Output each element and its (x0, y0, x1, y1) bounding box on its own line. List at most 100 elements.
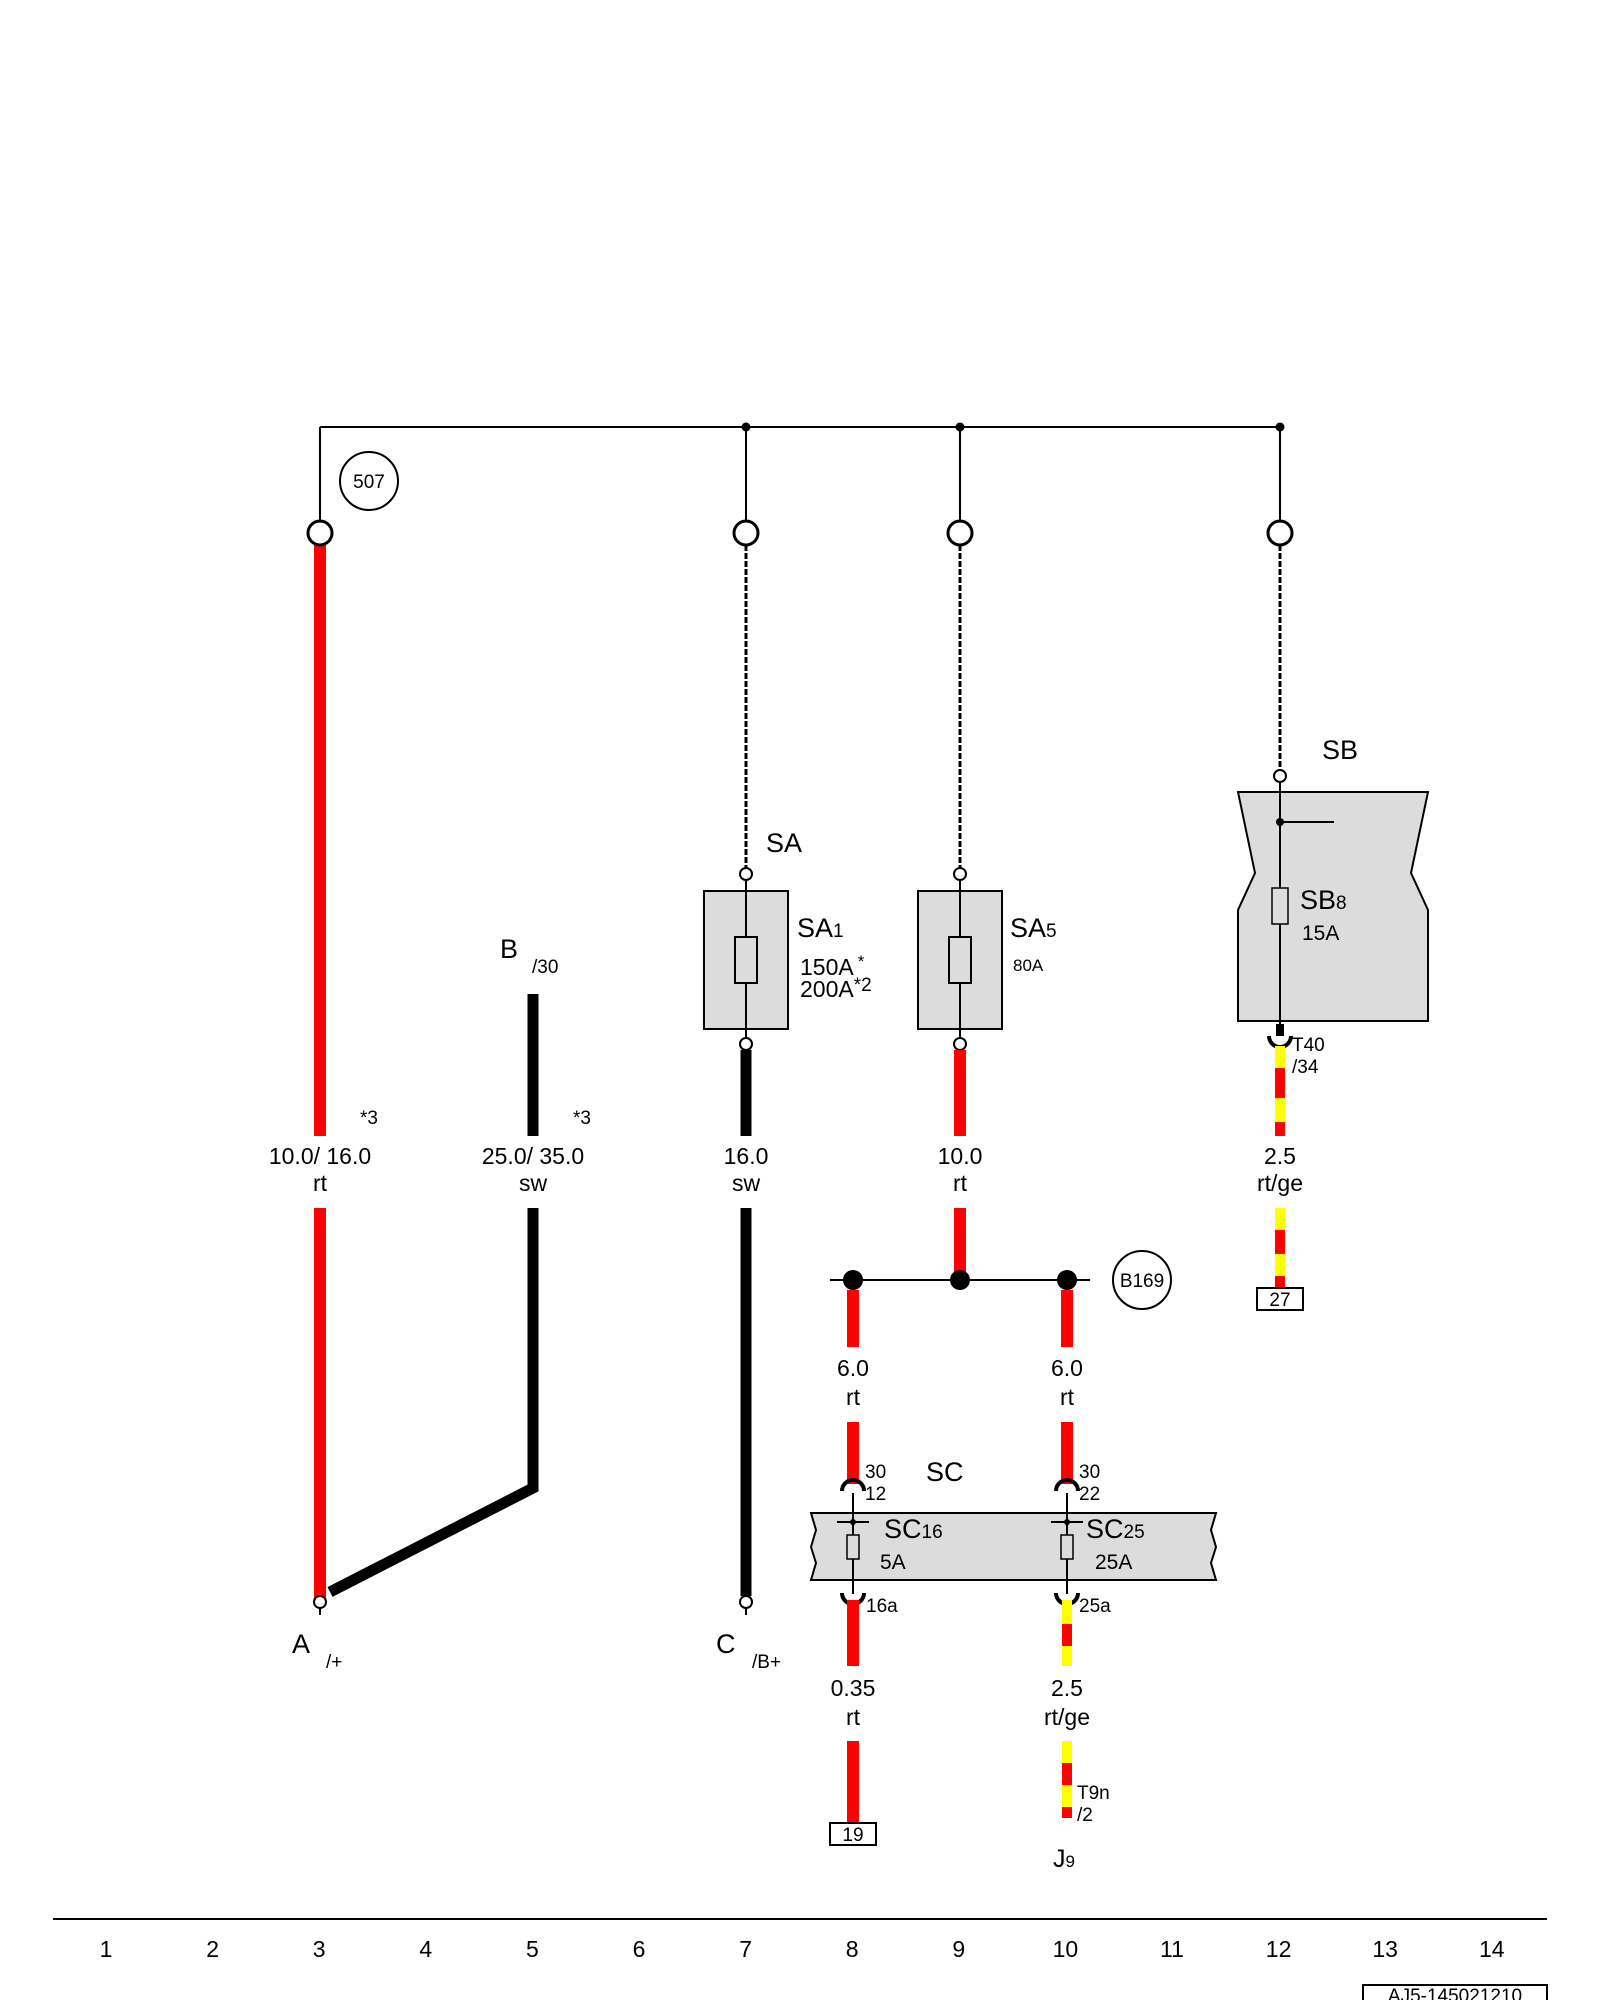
connector-pin-label: 25a (1079, 1596, 1111, 1617)
connector-t40-pin-label: /34 (1292, 1057, 1319, 1078)
column-number: 9 (952, 1936, 965, 1962)
wire-col12-upper (1275, 1046, 1285, 1136)
fuse-sc16-node (850, 1519, 856, 1525)
junction-id-label: B169 (1120, 1271, 1164, 1292)
terminal-c-ring (739, 1595, 753, 1609)
connector-t9n-label: T9n (1077, 1783, 1110, 1804)
fuse-sc25-element (1060, 1534, 1074, 1560)
connector-pin-label: 22 (1079, 1484, 1100, 1505)
fuse-sa1-rating-1: 150A* (800, 952, 865, 980)
fuse-sc25-rating: 25A (1095, 1551, 1132, 1574)
terminal-a-suffix: /+ (326, 1652, 342, 1673)
fuse-sa5-pin-out (953, 1037, 967, 1051)
wire-size-label: 0.35 (831, 1675, 876, 1701)
connector-t40 (1267, 1035, 1293, 1049)
column-number: 11 (1160, 1936, 1184, 1962)
fuse-sb8-element (1271, 887, 1289, 925)
terminal-c-suffix: /B+ (752, 1652, 781, 1673)
fuse-sa5-name: SA5 (1010, 913, 1057, 943)
connector-sc16-in (840, 1478, 866, 1492)
reference-box-27 (1256, 1287, 1304, 1311)
connector-sc25-in (1054, 1478, 1080, 1492)
fusebox-sc-label: SC (926, 1457, 964, 1487)
wire-col10-bottom (1062, 1741, 1072, 1818)
fuse-sa1-pin-in (739, 867, 753, 881)
column-number: 1 (100, 1936, 113, 1962)
wire-color-label: sw (519, 1170, 548, 1196)
connector-t40-label: T40 (1292, 1035, 1325, 1056)
wire-color-label: rt (953, 1170, 968, 1196)
fuse-sc25-name: SC25 (1086, 1514, 1145, 1544)
column-number: 2 (206, 1936, 219, 1962)
reference-label: 19 (842, 1825, 863, 1846)
wire-color-label: rt (846, 1704, 861, 1730)
wire-color-label: rt/ge (1044, 1704, 1090, 1730)
wire-note: *3 (573, 1108, 591, 1129)
junction-node (843, 1270, 863, 1290)
fuse-sa5-element (948, 936, 972, 984)
fuse-sc25-node (1064, 1519, 1070, 1525)
wire-col10-low (1062, 1600, 1072, 1666)
fusebox-sc (809, 1512, 1218, 1581)
wire-color-label: rt (846, 1384, 861, 1410)
fuse-sa5-rating: 80A (1013, 956, 1044, 975)
connector-t9n-pin: /2 (1077, 1805, 1093, 1826)
connector-pin-label: 30 (865, 1462, 886, 1483)
column-number: 4 (419, 1936, 432, 1962)
component-j9-label: J9 (1053, 1845, 1075, 1873)
wire-size-label: 16.0 (724, 1143, 769, 1169)
terminal-b-suffix: /30 (532, 957, 558, 978)
fusebox-sb-node (1276, 818, 1284, 826)
bus-junction-dot (955, 422, 965, 432)
bus-id-label: 507 (353, 472, 385, 493)
doc-id-box (1362, 1984, 1548, 2000)
wire-col5-lower (327, 1208, 539, 1597)
column-number: 12 (1266, 1936, 1292, 1962)
wire-color-label: rt (313, 1170, 328, 1196)
fuse-sa1-name: SA1 (797, 913, 844, 943)
junction-node (1057, 1270, 1077, 1290)
column-number: 14 (1479, 1936, 1505, 1962)
fusebox-sb-pin-in (1273, 769, 1287, 783)
terminal-col7-top (732, 519, 760, 547)
fuse-sc16-name: SC16 (884, 1514, 943, 1544)
column-number: 7 (739, 1936, 752, 1962)
fuse-sa1-rating-2: 200A*2 (800, 975, 872, 1002)
fuse-sa1-element (734, 936, 758, 984)
terminal-col12-top (1266, 519, 1294, 547)
wire-size-label: 2.5 (1264, 1143, 1296, 1169)
terminal-col3-top (306, 519, 334, 547)
connector-pin-label: 16a (866, 1596, 898, 1617)
column-number: 8 (846, 1936, 859, 1962)
fusebox-sb (1236, 791, 1430, 1022)
column-number: 10 (1053, 1936, 1079, 1962)
wire-color-label: rt/ge (1257, 1170, 1303, 1196)
terminal-a-letter: A (292, 1629, 310, 1659)
wire-col12-lower (1275, 1208, 1285, 1288)
terminal-b-letter: B (500, 934, 518, 964)
fuse-sc16-element (846, 1534, 860, 1560)
wire-size-label: 10.0 (938, 1143, 983, 1169)
reference-box-19 (829, 1822, 877, 1846)
column-number: 5 (526, 1936, 539, 1962)
fuse-sa5-pin-in (953, 867, 967, 881)
bus-junction-dot (1275, 422, 1285, 432)
column-number: 13 (1372, 1936, 1398, 1962)
connector-t40-pin (1276, 1024, 1284, 1036)
connector-pin-label: 30 (1079, 1462, 1100, 1483)
fuse-sb8-rating: 15A (1302, 922, 1339, 945)
junction-id-circle: B169 (1112, 1250, 1172, 1310)
doc-id-label: AJ5-145021210 (1388, 1986, 1522, 2000)
terminal-a-ring (313, 1595, 327, 1609)
fuse-sb8-name: SB8 (1300, 885, 1347, 915)
fusebox-sa-label: SA (766, 828, 802, 858)
bus-junction-dot (741, 422, 751, 432)
wire-size-label: 25.0/ 35.0 (482, 1143, 584, 1169)
wire-color-label: rt (1060, 1384, 1075, 1410)
wire-color-label: sw (732, 1170, 761, 1196)
column-number: 6 (633, 1936, 646, 1962)
reference-label: 27 (1269, 1290, 1290, 1311)
fuse-sc16-rating: 5A (880, 1551, 906, 1574)
